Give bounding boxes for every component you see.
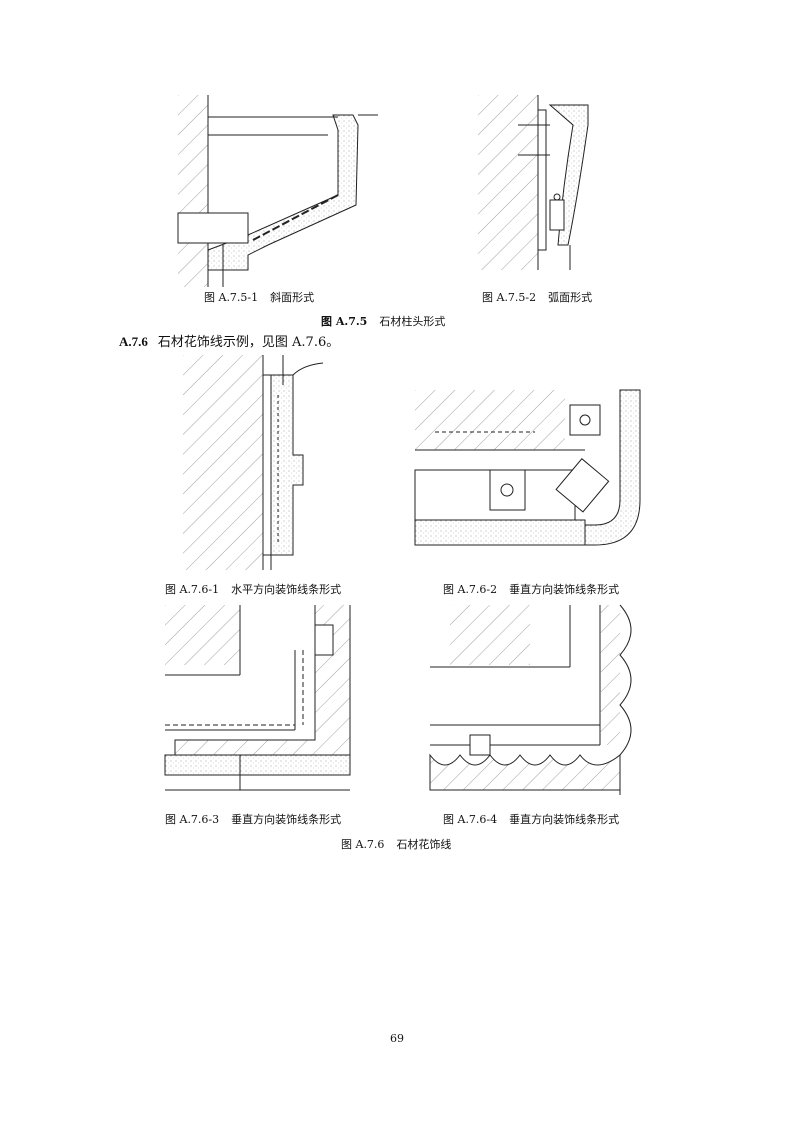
section-a76: A.7.6 石材花饰线示例，见图 A.7.6。 — [119, 331, 339, 350]
caption-a762: 图 A.7.6-2 垂直方向装饰线条形式 — [443, 581, 619, 597]
figure-title: 垂直方向装饰线条形式 — [509, 813, 620, 826]
drawing-vertical-molding-3 — [164, 605, 351, 791]
caption-a752: 图 A.7.5-2 弧面形式 — [482, 289, 592, 305]
caption-a761: 图 A.7.6-1 水平方向装饰线条形式 — [165, 581, 341, 597]
figure-number: 图 A.7.5-2 — [482, 291, 537, 304]
figure-number: 图 A.7.6-1 — [165, 583, 220, 596]
caption-a751: 图 A.7.5-1 斜面形式 — [204, 289, 314, 305]
figure-title: 垂直方向装饰线条形式 — [231, 813, 342, 826]
drawing-vertical-molding-4 — [429, 604, 632, 795]
caption-a76: 图 A.7.6 石材花饰线 — [341, 836, 451, 852]
figure-title: 垂直方向装饰线条形式 — [509, 583, 620, 596]
figure-number: 图 A.7.5-1 — [204, 291, 259, 304]
figure-title: 水平方向装饰线条形式 — [231, 583, 342, 596]
caption-a763: 图 A.7.6-3 垂直方向装饰线条形式 — [165, 811, 341, 827]
figure-number: 图 A.7.6-3 — [165, 813, 220, 826]
figure-title: 石材花饰线 — [396, 838, 452, 851]
drawing-bevel-capital — [177, 95, 378, 287]
caption-a764: 图 A.7.6-4 垂直方向装饰线条形式 — [443, 811, 619, 827]
drawing-horizontal-molding — [183, 355, 324, 570]
section-text: 石材花饰线示例，见图 A.7.6。 — [157, 335, 340, 350]
drawing-arc-capital — [478, 95, 589, 270]
figure-number: 图 A.7.6 — [341, 838, 385, 851]
caption-a75: 图 A.7.5 石材柱头形式 — [321, 313, 445, 329]
page-number: 69 — [390, 1032, 404, 1045]
figure-number: 图 A.7.5 — [321, 315, 368, 328]
figure-title: 石材柱头形式 — [379, 315, 446, 328]
section-number: A.7.6 — [119, 334, 148, 349]
figure-title: 弧面形式 — [548, 291, 593, 304]
figure-number: 图 A.7.6-4 — [443, 813, 498, 826]
figure-number: 图 A.7.6-2 — [443, 583, 498, 596]
figure-title: 斜面形式 — [270, 291, 315, 304]
drawing-vertical-molding-corner — [414, 389, 641, 546]
